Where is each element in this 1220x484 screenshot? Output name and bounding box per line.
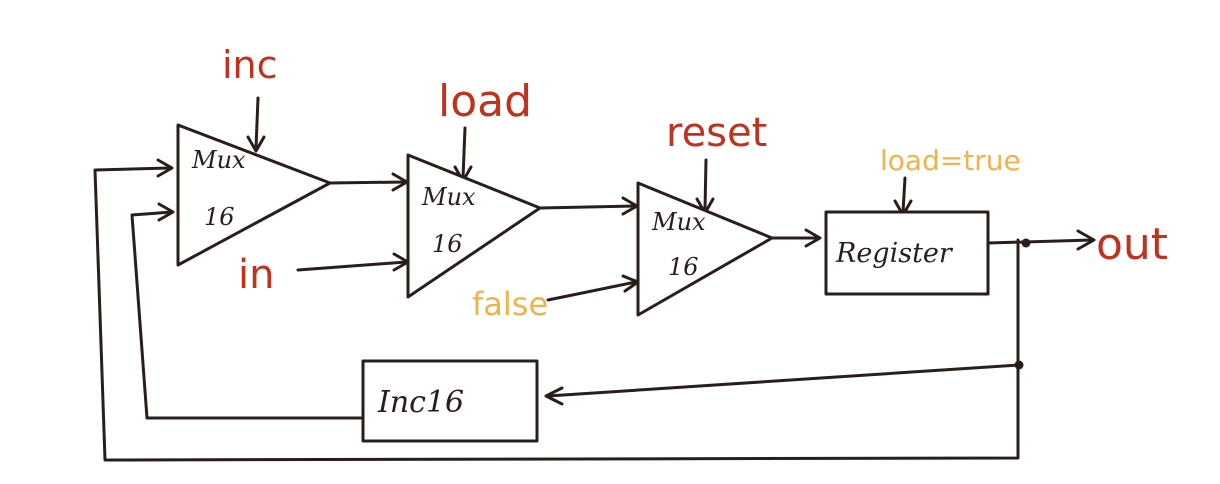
mux2-block [406,153,542,299]
reset-control-wire [703,158,708,212]
arrowhead-inc16-in [544,386,564,406]
inc-signal-label: inc [222,43,278,87]
inc-control-wire [254,96,260,150]
mux1-width-label: 16 [204,203,235,231]
register-block [824,210,990,296]
mux3-block [636,181,774,317]
out-signal-label: out [1096,219,1168,270]
mux1-to-mux2-wire [328,180,407,185]
load-true-signal-label: load=true [880,144,1021,177]
feedback-wire-outer [93,166,1020,462]
in-to-mux2-wire [296,260,408,272]
false-to-mux3-wire [546,280,638,302]
inc16-to-mux1-wire [130,210,367,420]
register-to-out-wire [986,238,1094,245]
arrowhead-mux1-in1 [156,158,174,178]
mux2-to-mux3-wire [538,204,637,210]
inc16-block [361,359,539,443]
mux2-label: Mux [421,183,476,211]
junction-dot-out [1021,238,1031,248]
in-signal-label: in [238,252,274,298]
mux3-label: Mux [651,208,706,236]
false-signal-label: false [472,285,548,323]
inc-wire-to-inc16 [546,363,1020,398]
arrowhead-out [1076,229,1096,251]
mux3-width-label: 16 [668,253,699,281]
arrowhead-mux1-in2 [157,202,175,222]
inc16-label: Inc16 [377,385,464,420]
arrowhead-inc-control [246,135,266,153]
arrowhead-register-in [804,228,822,248]
register-label: Register [835,238,954,269]
mux1-label: Mux [191,146,246,174]
reset-signal-label: reset [666,110,767,156]
register-load-wire [901,176,907,214]
junction-dot-inc [1014,360,1024,370]
load-signal-label: load [438,76,532,127]
load-control-wire [461,126,467,180]
mux2-width-label: 16 [432,230,463,258]
mux1-block [176,123,332,267]
